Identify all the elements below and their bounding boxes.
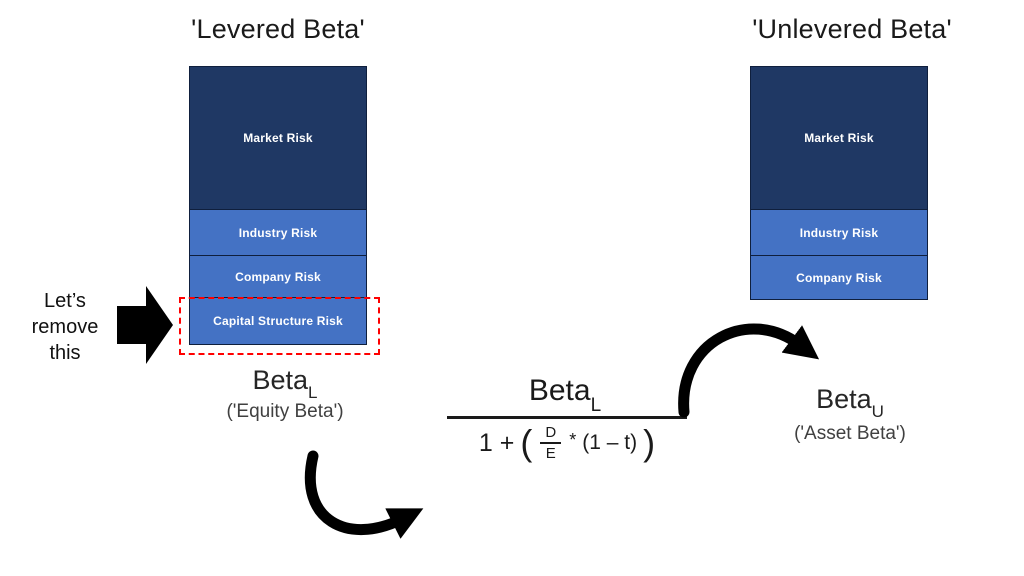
segment-label: Industry Risk [238, 225, 318, 240]
equity-beta-alias: ('Equity Beta') [226, 401, 344, 422]
asset-beta-alias: ('Asset Beta') [794, 423, 906, 444]
remove-annotation: Let’s remove this [15, 288, 115, 366]
segment-label: Company Risk [235, 269, 321, 284]
levered-beta-title: 'Levered Beta' [191, 14, 365, 44]
unlevered-beta-bar: Market Risk Industry Risk Company Risk [750, 66, 928, 300]
beta-subscript: U [871, 402, 884, 422]
formula-denominator: 1 + ( D E * (1 – t) ) [447, 423, 687, 463]
beta-unlevered-label: BetaU [750, 384, 950, 422]
segment-label: Capital Structure Risk [213, 314, 343, 328]
beta-base: Beta [252, 365, 309, 395]
segment-capital-structure-risk: Capital Structure Risk [189, 297, 367, 345]
unlevered-beta-title: 'Unlevered Beta' [752, 14, 952, 44]
segment-label: Company Risk [796, 270, 882, 285]
close-paren: ) [643, 422, 656, 463]
curved-arrow-levered-to-formula [304, 450, 424, 539]
fraction-bar [447, 416, 687, 419]
multiply-operator: * [569, 429, 577, 450]
annotation-line: Let’s [44, 290, 86, 312]
beta-base: Beta [816, 384, 872, 414]
levered-beta-bar: Market Risk Industry Risk Company Risk C… [189, 66, 367, 345]
beta-subscript: L [308, 383, 318, 403]
segment-label: Market Risk [804, 131, 874, 145]
open-paren: ( [520, 422, 533, 463]
beta-levered-label: BetaL [185, 365, 385, 403]
formula-numerator: BetaL [465, 374, 665, 416]
segment-company-risk: Company Risk [189, 255, 367, 298]
segment-label: Market Risk [243, 131, 313, 145]
annotation-line: remove [31, 316, 99, 338]
segment-market-risk: Market Risk [750, 66, 928, 210]
annotation-line: this [49, 342, 81, 364]
segment-label: Industry Risk [799, 225, 879, 240]
one-minus-t: (1 – t) [582, 431, 638, 454]
beta-subscript: L [590, 395, 602, 416]
den-one-plus: 1 + [478, 428, 515, 457]
debt-symbol: D [540, 424, 562, 444]
block-right-arrow-icon [117, 286, 173, 364]
segment-industry-risk: Industry Risk [750, 209, 928, 256]
debt-equity-fraction: D E [540, 424, 562, 462]
segment-market-risk: Market Risk [189, 66, 367, 210]
segment-company-risk: Company Risk [750, 255, 928, 300]
equity-symbol: E [545, 445, 556, 462]
beta-base: Beta [528, 374, 591, 407]
segment-industry-risk: Industry Risk [189, 209, 367, 256]
